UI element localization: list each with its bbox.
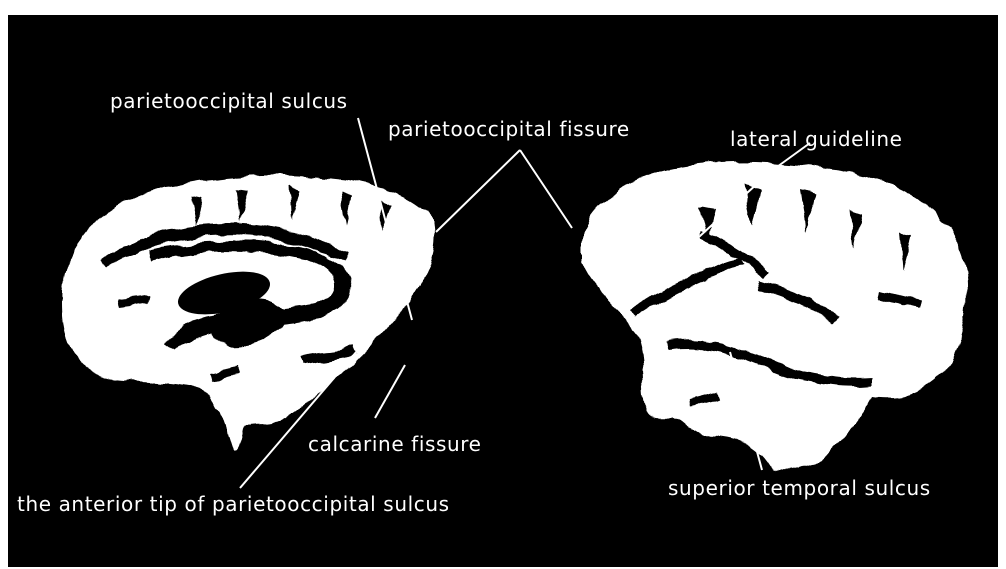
label-calcarine-fissure: calcarine fissure	[308, 434, 482, 454]
label-superior-temporal-sulcus: superior temporal sulcus	[668, 478, 931, 498]
leader-line-calcarine-fissure	[375, 365, 405, 418]
leader-line-fissure-left	[436, 150, 520, 232]
leader-line-fissure-right	[520, 150, 572, 228]
label-anterior-tip: the anterior tip of parietooccipital sul…	[17, 494, 450, 514]
label-lateral-guideline: lateral guideline	[730, 129, 903, 149]
label-parietooccipital-sulcus: parietooccipital sulcus	[110, 91, 348, 111]
right-brain-lateral	[582, 162, 967, 470]
label-parietooccipital-fissure: parietooccipital fissure	[388, 119, 630, 139]
